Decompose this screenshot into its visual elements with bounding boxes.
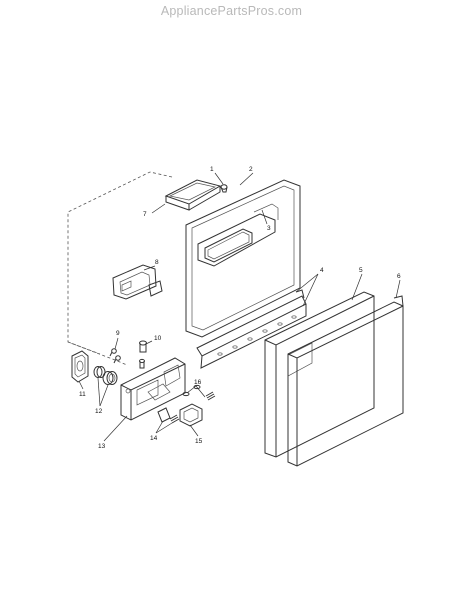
callout-4: 4: [320, 267, 324, 274]
part-8-vent: [112, 264, 163, 300]
callout-2: 2: [249, 166, 253, 173]
part-5-door-panel: [264, 291, 375, 458]
part-10-pin: [139, 340, 147, 369]
callout-10: 10: [154, 335, 162, 342]
callout-3: 3: [267, 225, 271, 232]
callout-6: 6: [397, 273, 401, 280]
callout-8: 8: [155, 259, 159, 266]
part-9-screws: [109, 348, 121, 364]
assembly-boundary: [67, 171, 173, 366]
part-1-screw: [220, 184, 228, 193]
callout-14: 14: [150, 435, 158, 442]
part-16-clips: [182, 384, 216, 401]
callout-11: 11: [79, 391, 86, 398]
part-14-spacers: [157, 407, 180, 424]
leader-lines: [78, 172, 401, 442]
part-15-latch: [179, 403, 203, 427]
callout-7: 7: [143, 211, 147, 218]
part-11-cover-plate: [71, 350, 89, 383]
callout-12: 12: [95, 408, 103, 415]
part-4-hinge-rail: [196, 289, 307, 369]
callout-9: 9: [116, 330, 120, 337]
part-7-gasket: [164, 179, 222, 211]
part-6-outer-door: [287, 295, 404, 467]
part-12-rings: [93, 366, 118, 385]
watermark: AppliancePartsPros.com: [160, 4, 303, 18]
part-2-inner-door: [185, 179, 301, 338]
callout-1: 1: [210, 166, 214, 173]
callout-16: 16: [194, 379, 202, 386]
callout-labels: 1 2 3 4 5 6 7 8 9 10 11 12 13 14 15 16: [79, 166, 401, 450]
callout-5: 5: [359, 267, 363, 274]
part-13-dispenser: [120, 357, 186, 421]
callout-15: 15: [195, 438, 203, 445]
callout-13: 13: [98, 443, 106, 450]
